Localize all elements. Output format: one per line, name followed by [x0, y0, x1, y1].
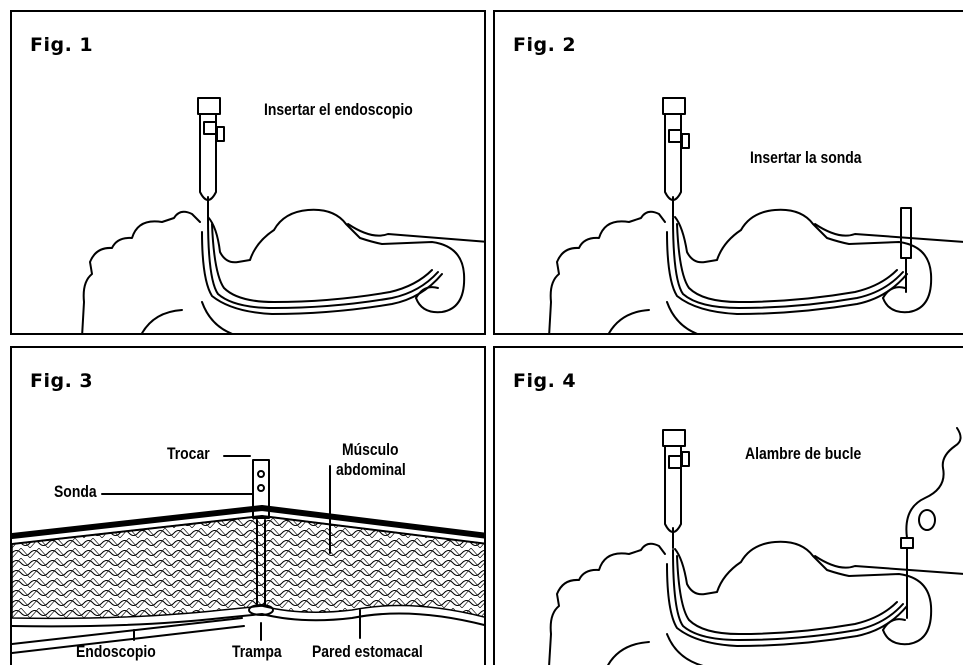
figure-2-panel: Fig. 2 Insertar la sonda	[493, 10, 963, 335]
figure-3-panel: Fig. 3 Trocar Sonda Músculo abdominal En…	[10, 346, 486, 665]
endoscope-icon	[12, 618, 244, 653]
endoscope-icon	[663, 430, 689, 548]
gi-tract-icon	[202, 218, 442, 314]
figure-1-panel: Fig. 1 Insertar el endoscopio	[10, 10, 486, 335]
figure-3-illustration	[12, 348, 486, 665]
gi-tract-icon	[667, 550, 907, 646]
loop-wire-icon	[901, 428, 961, 618]
endoscope-icon	[198, 98, 224, 217]
figure-1-illustration	[12, 12, 486, 335]
patient-outline-icon	[82, 210, 486, 335]
gi-tract-icon	[667, 218, 907, 314]
endoscope-icon	[663, 98, 689, 217]
figure-4-illustration	[495, 348, 963, 665]
figure-4-panel: Fig. 4 Alambre de bucle	[493, 346, 963, 665]
figure-2-illustration	[495, 12, 963, 335]
